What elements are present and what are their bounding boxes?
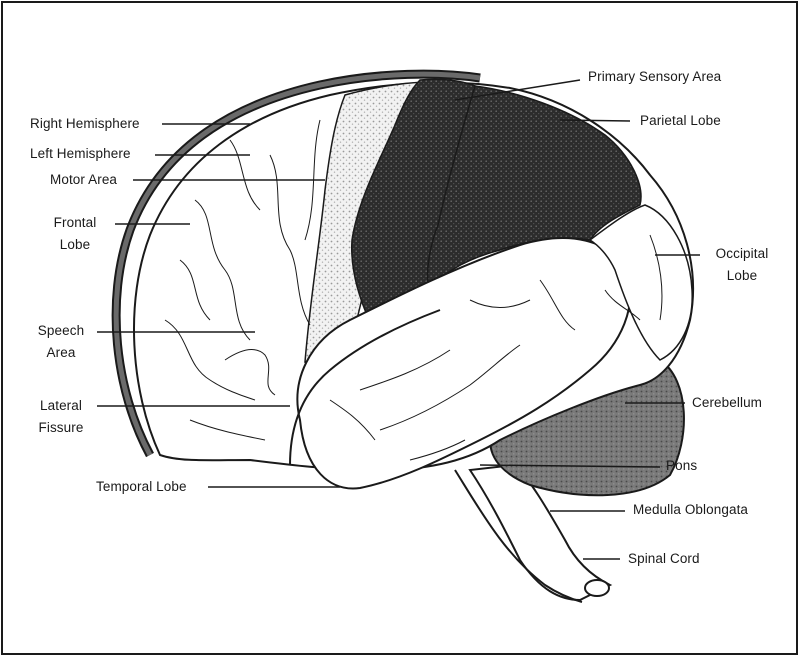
label-speech-area-line1: Speech bbox=[30, 320, 92, 342]
label-medulla-oblongata: Medulla Oblongata bbox=[633, 499, 748, 521]
label-lateral-fissure-line2: Fissure bbox=[28, 417, 94, 439]
label-lateral-fissure-line1: Lateral bbox=[28, 395, 94, 417]
label-parietal-lobe: Parietal Lobe bbox=[640, 110, 721, 132]
label-cerebellum: Cerebellum bbox=[692, 392, 762, 414]
label-spinal-cord: Spinal Cord bbox=[628, 548, 700, 570]
spinal-cord-cut bbox=[585, 580, 609, 596]
pointer-parietal-lobe bbox=[560, 120, 630, 121]
label-frontal-lobe-line2: Lobe bbox=[40, 234, 110, 256]
label-right-hemisphere: Right Hemisphere bbox=[30, 113, 140, 135]
label-frontal-lobe-line1: Frontal bbox=[40, 212, 110, 234]
label-pons: Pons bbox=[666, 455, 697, 477]
label-primary-sensory-area: Primary Sensory Area bbox=[588, 66, 721, 88]
label-left-hemisphere: Left Hemisphere bbox=[30, 143, 131, 165]
label-temporal-lobe: Temporal Lobe bbox=[96, 476, 187, 498]
label-motor-area: Motor Area bbox=[50, 169, 117, 191]
label-speech-area-line2: Area bbox=[30, 342, 92, 364]
label-occipital-lobe-line1: Occipital bbox=[706, 243, 778, 265]
label-occipital-lobe-line2: Lobe bbox=[706, 265, 778, 287]
